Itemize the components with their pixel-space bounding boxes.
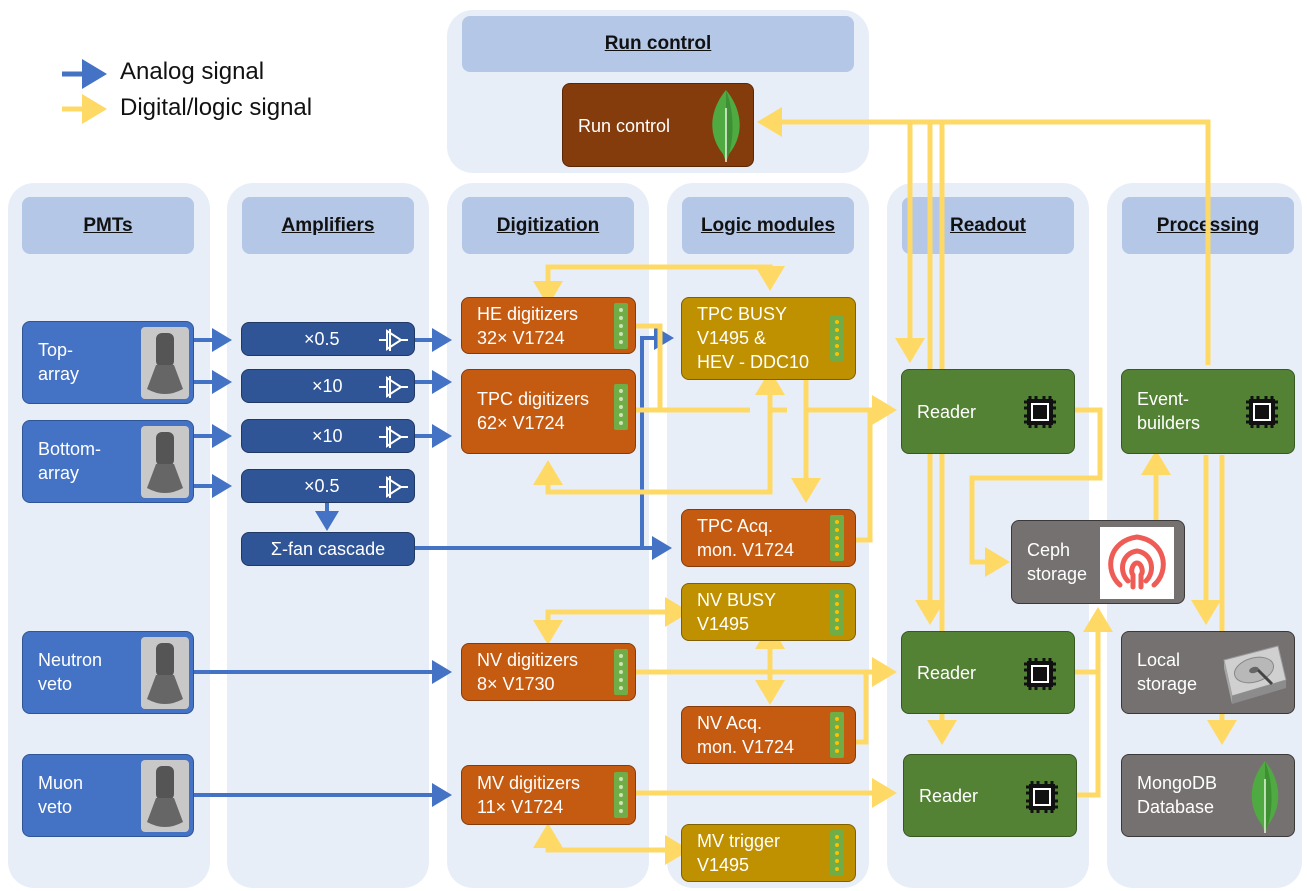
ceph-storage-label: Ceph storage (1027, 540, 1088, 584)
bottom-array-pmt: Bottom- array (22, 420, 194, 503)
fan-to-tpcbusy (640, 326, 674, 548)
legend-digital-label: Digital/logic signal (120, 94, 313, 121)
local-storage-label: Local storage (1137, 650, 1198, 694)
board-icon (614, 384, 628, 430)
muon-veto-label: Muon veto (38, 773, 84, 817)
board-icon (614, 649, 628, 695)
legend-analog-label: Analog signal (120, 58, 265, 85)
amplifier-gain: ×0.5 (304, 476, 340, 496)
tpc-digitizers-label: TPC digitizers 62× V1724 (477, 389, 590, 433)
amplifier-x0.5-bottom: ×0.5 (241, 469, 415, 503)
board-icon (614, 303, 628, 349)
tpc-acq-monitor: TPC Acq. mon. V1724 (681, 509, 856, 567)
top-array-label: Top- array (38, 340, 80, 384)
top-array-pmt: Top- array (22, 321, 194, 404)
amplifier-gain: ×10 (312, 426, 343, 446)
cpu-chip-icon (1246, 396, 1278, 428)
ceph-logo-icon (1100, 527, 1174, 599)
amplifier-icon (379, 426, 408, 448)
mv-digitizers: MV digitizers 11× V1724 (461, 765, 636, 825)
amplifier-icon (379, 476, 408, 498)
sigma-fan-cascade: Σ-fan cascade (241, 532, 415, 566)
amplifier-icon (379, 329, 408, 351)
tpc-busy-module: TPC BUSY V1495 & HEV - DDC10 (681, 297, 856, 380)
reader-2: Reader (901, 631, 1075, 714)
cpu-chip-icon (1024, 658, 1056, 690)
nv-acq-label: NV Acq. mon. V1724 (697, 713, 795, 757)
bottom-array-label: Bottom- array (38, 439, 102, 483)
he-busy-loop (533, 264, 785, 306)
reader1-to-ceph (969, 407, 1103, 577)
amplifier-x10-top: ×10 (241, 369, 415, 403)
hard-drive-icon (1223, 645, 1287, 704)
tpc-digitizers: TPC digitizers 62× V1724 (461, 369, 636, 454)
tpc-acq-label: TPC Acq. mon. V1724 (697, 516, 795, 560)
neutron-veto-label: Neutron veto (38, 650, 103, 694)
pmt-icon (141, 637, 189, 709)
nv-acq-monitor: NV Acq. mon. V1724 (681, 706, 856, 764)
he-digitizers: HE digitizers 32× V1724 (461, 297, 636, 354)
run-control-box: Run control (562, 83, 754, 167)
run-control-label: Run control (578, 116, 671, 136)
cpu-chip-icon (1026, 781, 1058, 813)
he-digitizers-label: HE digitizers 32× V1724 (477, 304, 579, 348)
mv-trigger-label: MV trigger V1495 (697, 831, 781, 875)
amplifier-icon (379, 376, 408, 398)
pmt-icon (141, 327, 189, 399)
nvacq-to-bus (855, 672, 869, 745)
tpc-busy-label: TPC BUSY V1495 & HEV - DDC10 (697, 304, 810, 372)
nv-busy-module: NV BUSY V1495 (681, 583, 856, 641)
amplifier-x10-bottom: ×10 (241, 419, 415, 453)
muon-veto-pmt: Muon veto (22, 754, 194, 837)
amplifier-gain: ×10 (312, 376, 343, 396)
neutron-veto-pmt: Neutron veto (22, 631, 194, 714)
pmts-header: PMTs (22, 197, 194, 254)
nv-busy-label: NV BUSY V1495 (697, 590, 777, 634)
cpu-chip-icon (1024, 396, 1056, 428)
run-control-header: Run control (462, 16, 854, 72)
mvtrig-to-mvdig (533, 823, 690, 865)
mv-trigger-module: MV trigger V1495 (681, 824, 856, 882)
nv-busy-to-nvdig (533, 597, 690, 645)
pmt-icon (141, 760, 189, 832)
nv-digitizers-label: NV digitizers 8× V1730 (477, 650, 579, 694)
reader-1: Reader (901, 369, 1075, 454)
reader-label: Reader (917, 663, 977, 683)
mv-digitizers-label: MV digitizers 11× V1724 (477, 773, 581, 817)
reader3-to-ceph (1075, 612, 1101, 798)
local-storage: Local storage (1121, 631, 1295, 714)
logic-modules-header: Logic modules (682, 197, 854, 254)
reader-label: Reader (919, 786, 979, 806)
nv-digitizers: NV digitizers 8× V1730 (461, 643, 636, 701)
busy-to-tpc-digitizers (533, 370, 785, 495)
amplifier-x0.5-top: ×0.5 (241, 322, 415, 356)
mongodb-leaf-icon (712, 90, 740, 162)
board-icon (830, 515, 844, 561)
ceph-storage: Ceph storage (1011, 520, 1185, 604)
amplifier-gain: ×0.5 (304, 329, 340, 349)
sigma-fan-label: Σ-fan cascade (270, 539, 386, 559)
board-icon (830, 315, 844, 361)
board-icon (830, 712, 844, 758)
event-builders: Event- builders (1121, 369, 1295, 454)
mongodb-leaf-icon (1251, 761, 1279, 833)
pmt-icon (141, 426, 189, 498)
tpcacq-to-bus (855, 410, 873, 543)
board-icon (830, 589, 844, 635)
reader2-to-ceph (1075, 607, 1113, 675)
event-builders-label: Event- builders (1137, 389, 1201, 433)
digitization-header: Digitization (462, 197, 634, 254)
mongodb-database-label: MongoDB Database (1137, 773, 1218, 817)
mongodb-database: MongoDB Database (1121, 754, 1295, 837)
amplifiers-header: Amplifiers (242, 197, 414, 254)
reader-3: Reader (903, 754, 1077, 837)
board-icon (614, 772, 628, 818)
reader-label: Reader (917, 402, 977, 422)
board-icon (830, 830, 844, 876)
